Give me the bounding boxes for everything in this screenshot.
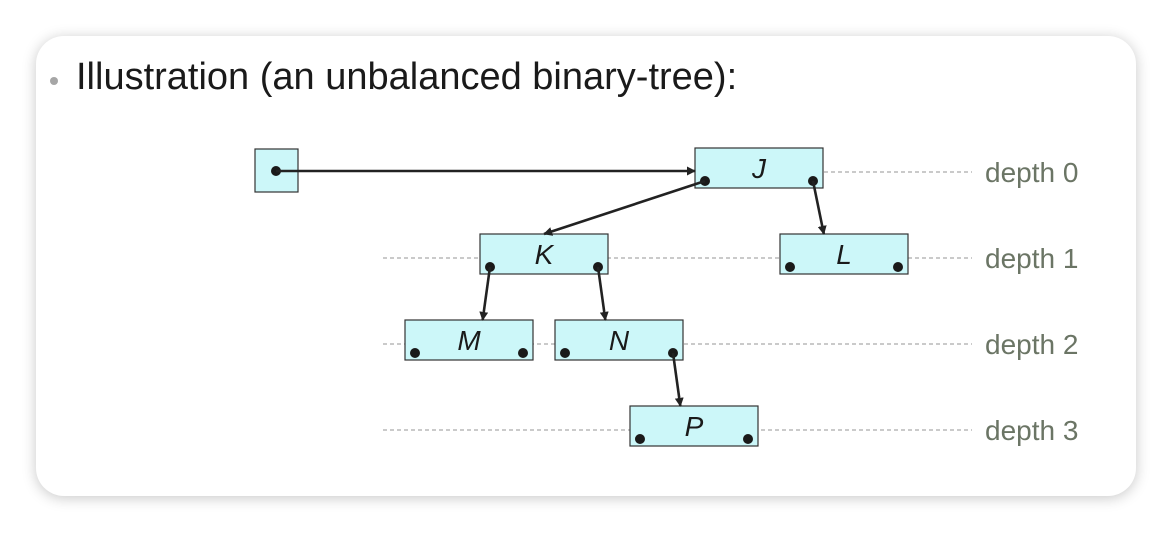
- right-pointer-dot: [518, 348, 528, 358]
- left-pointer-dot: [785, 262, 795, 272]
- tree-node-k: K: [479, 233, 609, 275]
- node-label: K: [535, 239, 555, 270]
- left-pointer-dot: [560, 348, 570, 358]
- depth-1-label: depth 1: [985, 243, 1078, 274]
- slide-heading: Illustration (an unbalanced binary-tree)…: [76, 56, 738, 98]
- bullet-icon: [50, 77, 58, 85]
- node-label: L: [836, 239, 852, 270]
- node-box: [554, 319, 684, 361]
- node-box: [479, 233, 609, 275]
- node-label: J: [751, 153, 767, 184]
- edge-k-to-n: [596, 266, 609, 321]
- node-label: M: [457, 325, 481, 356]
- tree-node-j: J: [694, 147, 824, 189]
- edge-k-to-m: [479, 266, 492, 321]
- node-box: [779, 233, 909, 275]
- edge-j-to-k: [543, 179, 706, 236]
- node-label: P: [685, 411, 704, 442]
- tree-node-l: L: [779, 233, 909, 275]
- depth-2-label: depth 2: [985, 329, 1078, 360]
- left-pointer-dot: [635, 434, 645, 444]
- node-box: [404, 319, 534, 361]
- depth-0-label: depth 0: [985, 157, 1078, 188]
- edge-n-to-p: [671, 352, 684, 407]
- edge-j-to-l: [811, 180, 827, 235]
- depth-3-label: depth 3: [985, 415, 1078, 446]
- tree-node-n: N: [554, 319, 684, 361]
- right-pointer-dot: [743, 434, 753, 444]
- tree-node-m: M: [404, 319, 534, 361]
- node-box: [629, 405, 759, 447]
- left-pointer-dot: [410, 348, 420, 358]
- node-label: N: [609, 325, 630, 356]
- tree-node-p: P: [629, 405, 759, 447]
- right-pointer-dot: [893, 262, 903, 272]
